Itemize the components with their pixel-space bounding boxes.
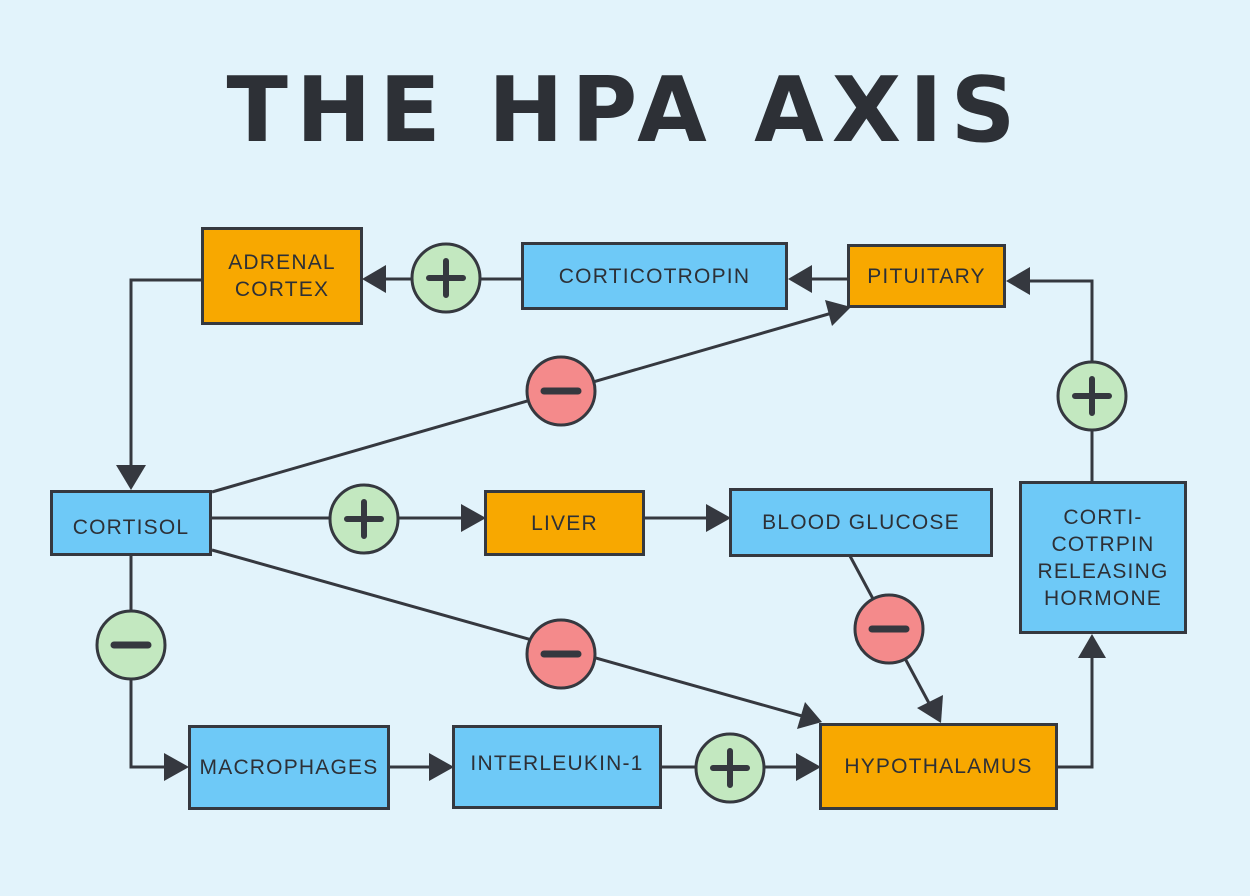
arrowhead-hypothalamus-il: [796, 753, 821, 781]
inhibits-sign: [525, 618, 597, 690]
arrowhead-macrophages: [164, 753, 189, 781]
node-pituitary: PITUITARY: [847, 244, 1006, 308]
edge-cortisol-hypothalamus: [211, 548, 803, 718]
node-adrenal-cortex: ADRENAL CORTEX: [201, 227, 363, 325]
node-macrophages-label: MACROPHAGES: [199, 756, 379, 779]
edge-cortisol-pituitary: [211, 311, 833, 494]
node-hypothalamus-label: HYPOTHALAMUS: [844, 755, 1033, 778]
arrowhead-hypothalamus-glucose: [917, 695, 943, 723]
arrowhead-hypothalamus-cortisol: [797, 702, 822, 729]
node-adrenal-cortex-label: ADRENAL CORTEX: [228, 251, 336, 301]
arrowhead-crh: [1078, 634, 1106, 658]
node-crh-label: CORTI- COTRPIN RELEASING HORMONE: [1037, 505, 1169, 610]
inhibits-sign: [853, 593, 925, 665]
inhibits-sign: [95, 609, 167, 681]
node-corticotropin: CORTICOTROPIN: [521, 242, 788, 310]
node-pituitary-label: PITUITARY: [867, 264, 986, 288]
node-cortisol: CORTISOL: [50, 490, 212, 556]
arrowhead-liver: [461, 504, 486, 532]
arrowhead-corticotropin: [788, 265, 812, 293]
node-liver: LIVER: [484, 490, 645, 556]
stimulates-sign: [1056, 360, 1128, 432]
arrowheads: [116, 265, 1106, 781]
arrowhead-interleukin: [429, 753, 454, 781]
arrowhead-glucose: [706, 504, 731, 532]
inhibits-sign: [525, 355, 597, 427]
edge-adrenal-cortisol: [129, 278, 202, 470]
arrowhead-adrenal: [362, 265, 386, 293]
node-hypothalamus: HYPOTHALAMUS: [819, 723, 1058, 810]
node-liver-label: LIVER: [531, 511, 598, 535]
arrowhead-pituitary-crh: [1006, 267, 1030, 295]
stimulates-sign: [410, 242, 482, 314]
node-blood-glucose-label: BLOOD GLUCOSE: [762, 511, 960, 534]
node-cortisol-label: CORTISOL: [72, 515, 190, 539]
stimulates-sign: [328, 483, 400, 555]
node-macrophages: MACROPHAGES: [188, 725, 390, 810]
stimulates-sign: [694, 732, 766, 804]
edge-hypothalamus-crh: [1058, 657, 1094, 769]
node-corticotropin-label: CORTICOTROPIN: [558, 264, 751, 288]
node-interleukin: INTERLEUKIN-1: [452, 725, 662, 809]
arrowhead-pituitary-diag: [825, 300, 851, 326]
node-interleukin-label: INTERLEUKIN-1: [470, 751, 644, 775]
node-blood-glucose: BLOOD GLUCOSE: [729, 488, 993, 557]
arrowhead-cortisol: [116, 465, 146, 490]
diagram-title: THE HPA AXIS: [226, 58, 1024, 163]
node-crh: CORTI- COTRPIN RELEASING HORMONE: [1019, 481, 1187, 634]
